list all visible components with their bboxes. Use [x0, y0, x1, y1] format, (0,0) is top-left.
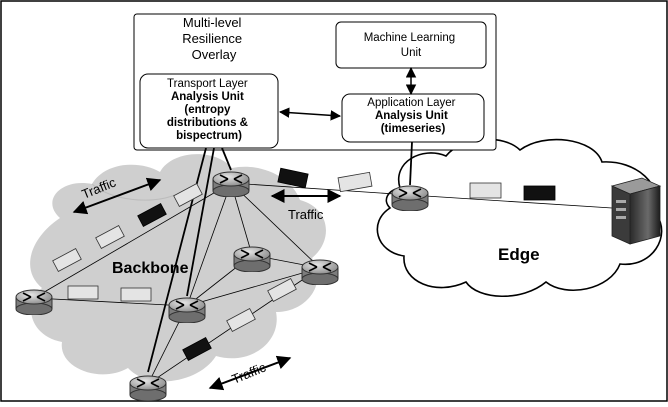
router-icon [129, 375, 167, 401]
packet-normal-icon [267, 278, 297, 302]
machine-learning-unit-box [335, 21, 487, 69]
transport-layer-unit-box [139, 73, 279, 149]
normal-packets [52, 171, 502, 332]
packet-normal-icon [120, 287, 152, 302]
server-icon [610, 177, 662, 245]
overlay-title: Multi-level Resilience Overlay [182, 15, 246, 62]
edge-cloud [376, 138, 663, 298]
traffic-arrow-top-left [72, 177, 162, 215]
edge-label: Edge [498, 245, 540, 264]
traffic-arrow-bottom [208, 355, 292, 391]
packet-normal-icon [226, 308, 256, 332]
router-icon [391, 185, 429, 211]
machine-learning-unit-label: Machine Learning Unit [364, 32, 459, 59]
router-icon [212, 171, 250, 197]
packet-normal-icon [173, 183, 203, 207]
packet-anomalous-icon [182, 337, 212, 361]
packet-normal-icon [337, 171, 373, 193]
packet-normal-icon [95, 225, 125, 249]
traffic-label-middle: Traffic [288, 207, 324, 222]
router-icon [301, 259, 339, 285]
packet-normal-icon [469, 182, 502, 199]
router-icon [233, 246, 271, 272]
application-layer-unit-label: Application Layer Analysis Unit (timeser… [367, 97, 458, 135]
backbone-label: Backbone [112, 260, 189, 277]
packet-normal-icon [52, 248, 82, 272]
packet-anomalous-icon [277, 167, 309, 189]
transport-layer-unit-label: Transport Layer Analysis Unit (entropy d… [167, 78, 251, 142]
packet-anomalous-icon [523, 185, 556, 201]
router-icon [15, 289, 53, 315]
router-icon [168, 297, 206, 323]
transport-application-arrow [278, 107, 342, 121]
packet-normal-icon [67, 285, 99, 300]
